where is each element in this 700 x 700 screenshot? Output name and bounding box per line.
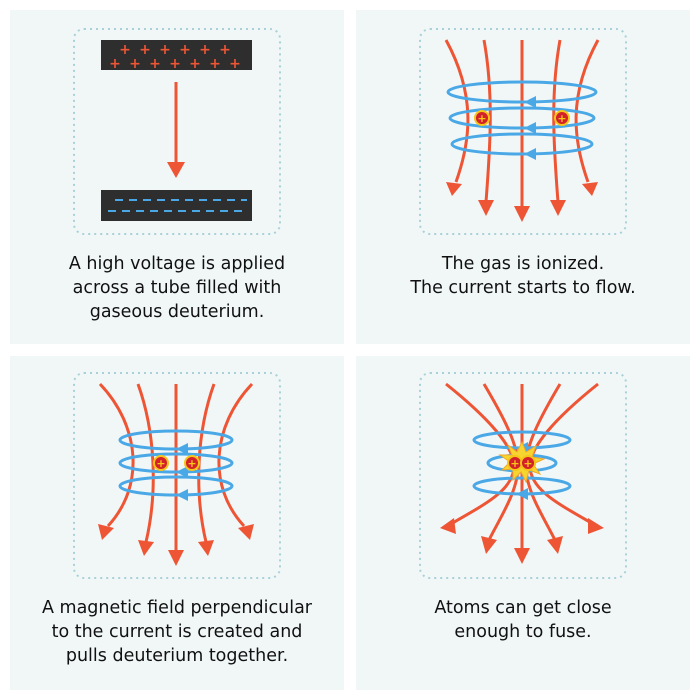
plus-sign: + [169, 56, 181, 72]
plus-sign: + [109, 56, 121, 72]
current-arrowheads [440, 518, 604, 564]
step-caption: A high voltage is applied across a tube … [10, 252, 344, 324]
arrowhead [98, 524, 114, 540]
plus-sign: + [129, 56, 141, 72]
arrowhead [524, 122, 536, 134]
ion-charge: + [187, 457, 196, 470]
diagram-frame [73, 372, 281, 579]
arrowhead [588, 518, 604, 534]
plus-sign: + [209, 56, 221, 72]
current-line [197, 383, 216, 543]
field-arrowheads [176, 443, 188, 501]
step-caption: The gas is ionized. The current starts t… [356, 252, 690, 300]
arrowhead [524, 96, 536, 108]
arrowhead [198, 540, 214, 556]
ion: + [153, 455, 169, 471]
ion: + [507, 455, 523, 471]
plus-sign: + [189, 56, 201, 72]
ion-charge: + [477, 112, 486, 125]
panel-voltage-applied: + + + + + + + + + + + + + [10, 10, 344, 344]
ion: + [554, 110, 570, 126]
ion-charge: + [523, 457, 532, 470]
plus-sign: + [219, 42, 231, 58]
ion-charge: + [510, 457, 519, 470]
plus-sign: + [229, 56, 241, 72]
diagram-frame [73, 28, 281, 235]
arrowhead [582, 182, 598, 196]
arrowhead [550, 200, 566, 216]
current-line [444, 39, 470, 183]
arrowhead [440, 518, 456, 534]
current-line [528, 382, 599, 526]
step-caption: A magnetic field perpendicular to the cu… [10, 596, 344, 668]
plus-sign: + [159, 42, 171, 58]
arrowhead [176, 466, 188, 478]
arrowhead [481, 536, 497, 554]
voltage-arrow-head [167, 162, 185, 178]
arrowhead [168, 550, 184, 566]
field-arrowheads [524, 96, 536, 160]
arrowhead [238, 524, 254, 540]
ion-charge: + [156, 457, 165, 470]
caption-line: pulls deuterium together. [65, 646, 289, 666]
caption-line: A high voltage is applied [68, 254, 286, 274]
arrowhead [514, 548, 530, 564]
arrowhead [514, 206, 530, 222]
magnetic-field-diagram: + + [73, 372, 281, 579]
arrowhead [478, 200, 494, 216]
plus-sign: + [199, 42, 211, 58]
current-line [445, 382, 516, 526]
current-line [574, 39, 600, 183]
diagram-frame [419, 28, 627, 235]
caption-line: Atoms can get close [434, 598, 612, 618]
current-lines [98, 382, 254, 552]
current-line [98, 382, 135, 528]
current-line [136, 383, 155, 543]
plus-sign: + [139, 42, 151, 58]
caption-line: gaseous deuterium. [89, 302, 265, 322]
arrowhead [547, 536, 563, 554]
caption-line: across a tube filled with [72, 278, 282, 298]
arrowhead [176, 443, 188, 455]
field-loop [446, 80, 598, 104]
arrowhead [138, 540, 154, 556]
ion: + [520, 455, 536, 471]
ionization-diagram: + + [419, 28, 627, 235]
positive-charges: + + + + + + + + + + + + + [109, 42, 241, 72]
panel-magnetic-field: + + A magnetic field perpendicular to th… [10, 356, 344, 690]
arrowhead [516, 488, 528, 500]
field-loop [450, 132, 594, 156]
negative-charges [108, 199, 247, 212]
current-arrowheads [98, 524, 254, 566]
caption-line: enough to fuse. [454, 622, 592, 642]
caption-line: The gas is ionized. [441, 254, 605, 274]
arrowhead [524, 148, 536, 160]
arrowhead [176, 489, 188, 501]
negative-plate [101, 190, 252, 221]
caption-line: to the current is created and [51, 622, 303, 642]
ion: + [184, 455, 200, 471]
voltage-diagram: + + + + + + + + + + + + + [73, 28, 281, 235]
ion-charge: + [557, 112, 566, 125]
current-arrowheads [446, 182, 598, 222]
caption-line: A magnetic field perpendicular [41, 598, 312, 618]
ion: + [474, 110, 490, 126]
positive-plate [101, 40, 252, 70]
panel-gas-ionized: + + The gas is ionized. The current star… [356, 10, 690, 344]
plus-sign: + [119, 42, 131, 58]
current-line [482, 39, 492, 203]
step-caption: Atoms can get close enough to fuse. [356, 596, 690, 644]
caption-line: The current starts to flow. [410, 278, 636, 298]
plus-sign: + [179, 42, 191, 58]
diagram-frame [419, 372, 627, 579]
field-loops [446, 80, 598, 156]
current-lines [444, 39, 600, 208]
fusion-diagram: + + [419, 372, 627, 579]
field-loop [448, 106, 596, 130]
current-line [217, 382, 254, 528]
current-line [552, 39, 562, 203]
panel-atoms-fuse: + + Atoms can get close enough to fuse. [356, 356, 690, 690]
plus-sign: + [149, 56, 161, 72]
arrowhead [446, 182, 462, 196]
